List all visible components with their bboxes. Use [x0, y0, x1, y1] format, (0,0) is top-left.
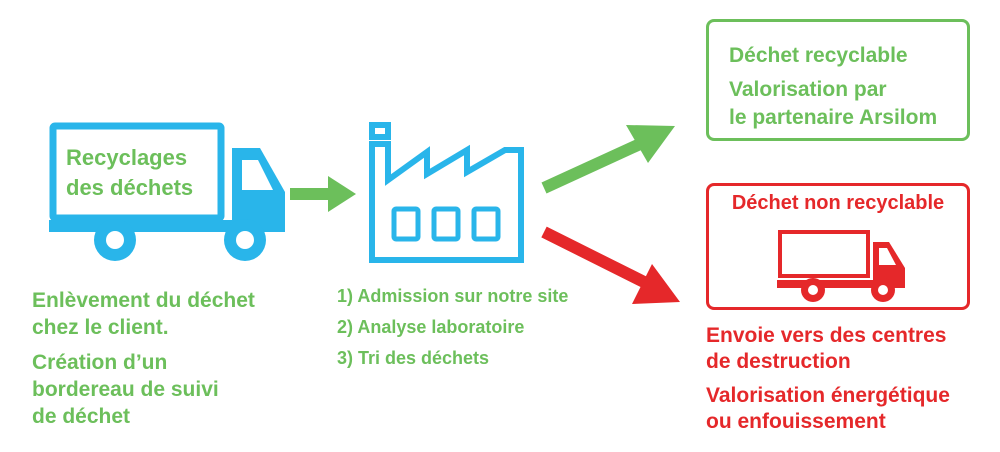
non-recyclable-line1: Envoie vers des centres [706, 324, 947, 347]
non-recyclable-text: Envoie vers des centres de destruction V… [706, 323, 950, 435]
recyclable-text: Déchet recyclable Valorisation par le pa… [729, 42, 937, 132]
step-2: 2) Analyse laboratoire [337, 317, 525, 337]
non-recyclable-line3: Valorisation énergétique [706, 384, 950, 407]
pickup-line2: chez le client. [32, 316, 169, 339]
recyclable-title: Déchet recyclable [729, 44, 908, 67]
recyclable-line3: le partenaire Arsilom [729, 106, 938, 129]
non-recyclable-line2: de destruction [706, 350, 851, 373]
arrow-down-right-icon [541, 226, 680, 304]
truck-label-line2: des déchets [66, 175, 194, 200]
process-steps: 1) Admission sur notre site 2) Analyse l… [337, 281, 568, 374]
arrow-up-right-icon [541, 125, 675, 194]
pickup-line1: Enlèvement du déchet [32, 289, 255, 312]
non-recyclable-line4: ou enfouissement [706, 410, 886, 433]
step-1: 1) Admission sur notre site [337, 286, 569, 306]
delivery-truck-icon [49, 122, 285, 261]
recyclable-line2: Valorisation par [729, 78, 887, 101]
non-recyclable-title: Déchet non recyclable [731, 192, 945, 214]
creation-line2: bordereau de suivi [32, 378, 219, 401]
factory-icon [369, 122, 524, 263]
truck-label-line1: Recyclages [66, 145, 188, 170]
creation-line3: de déchet [32, 405, 131, 428]
step-3: 3) Tri des déchets [337, 348, 490, 368]
non-recyclable-box [706, 183, 970, 310]
pickup-text: Enlèvement du déchet chez le client. Cré… [32, 287, 255, 430]
arrow-right-icon [290, 176, 356, 212]
creation-line1: Création d’un [32, 351, 168, 374]
small-truck-icon [777, 230, 905, 302]
recyclable-box [706, 19, 970, 141]
truck-label: Recyclages des déchets [66, 143, 193, 203]
